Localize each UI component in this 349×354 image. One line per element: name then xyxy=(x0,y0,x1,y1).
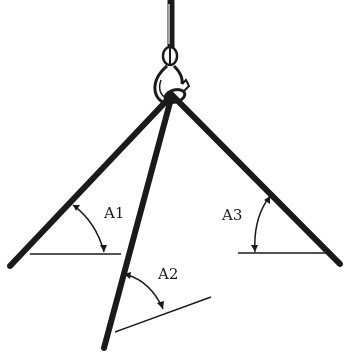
sling-leg-right xyxy=(169,92,343,267)
sling-legs xyxy=(7,92,343,351)
sling-leg-center xyxy=(101,92,175,351)
reference-lines xyxy=(30,252,327,333)
angle-arc-a3 xyxy=(254,195,271,253)
angle-label-a2: A2 xyxy=(157,265,178,283)
hoist-cable xyxy=(167,0,175,48)
angle-label-a1: A1 xyxy=(103,204,124,222)
reference-line-a2 xyxy=(114,296,212,333)
sling-leg-left xyxy=(7,92,175,269)
angle-arc-a1 xyxy=(72,204,105,253)
angle-label-a3: A3 xyxy=(221,206,242,224)
angle-arcs xyxy=(72,195,271,310)
